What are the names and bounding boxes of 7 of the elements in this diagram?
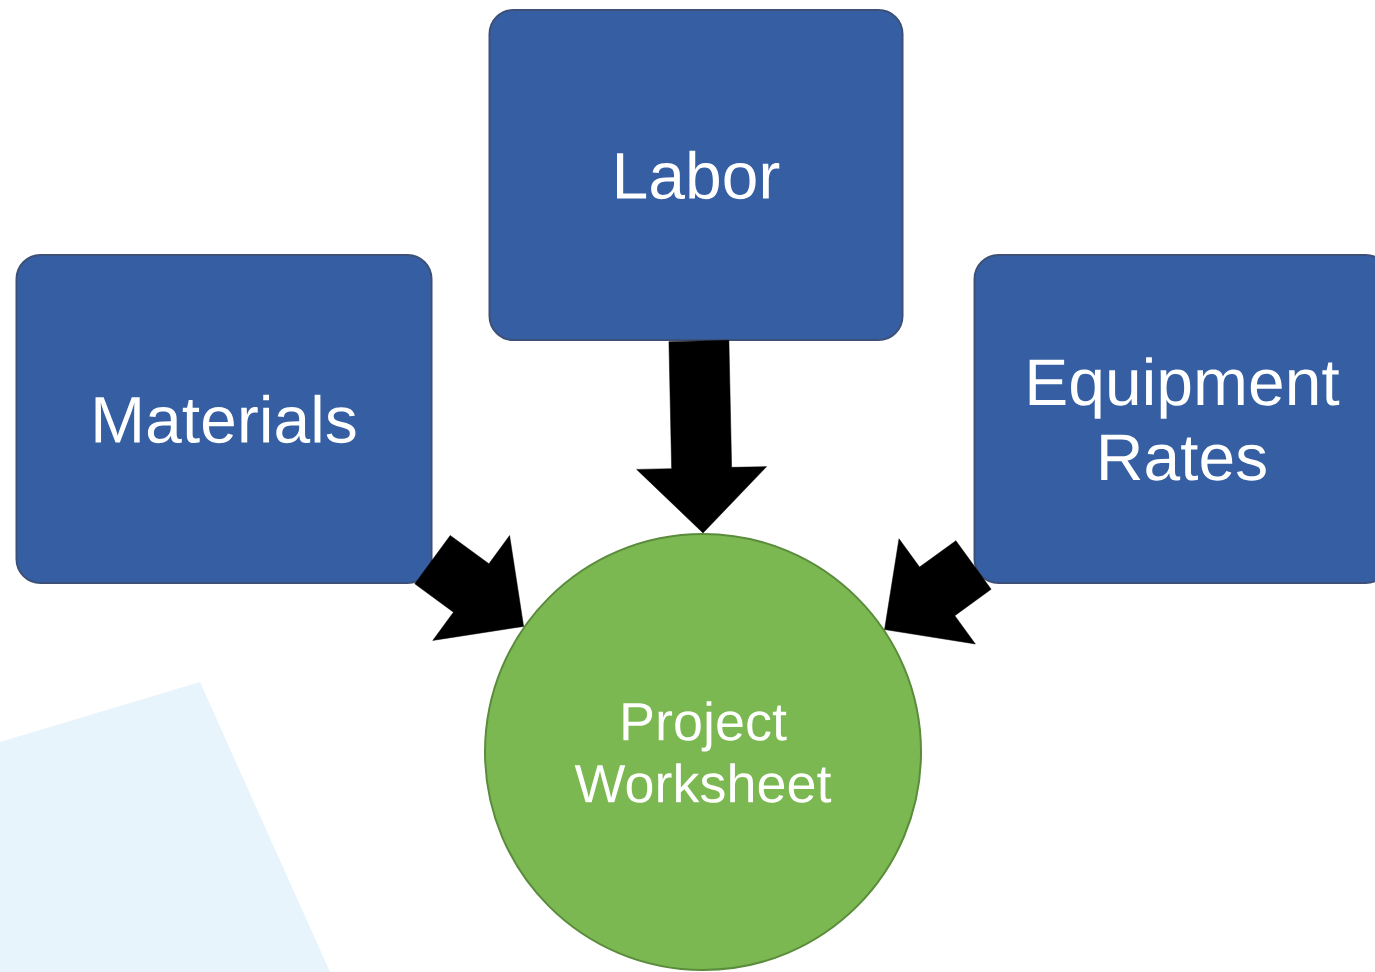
block-arrow	[414, 535, 524, 641]
block-arrow	[884, 538, 992, 645]
process-box: Materials	[15, 254, 433, 584]
circle-node: Project Worksheet	[484, 533, 922, 971]
process-box: Labor	[488, 9, 904, 341]
process-box: Equipment Rates	[973, 254, 1375, 584]
block-arrow	[636, 340, 767, 534]
